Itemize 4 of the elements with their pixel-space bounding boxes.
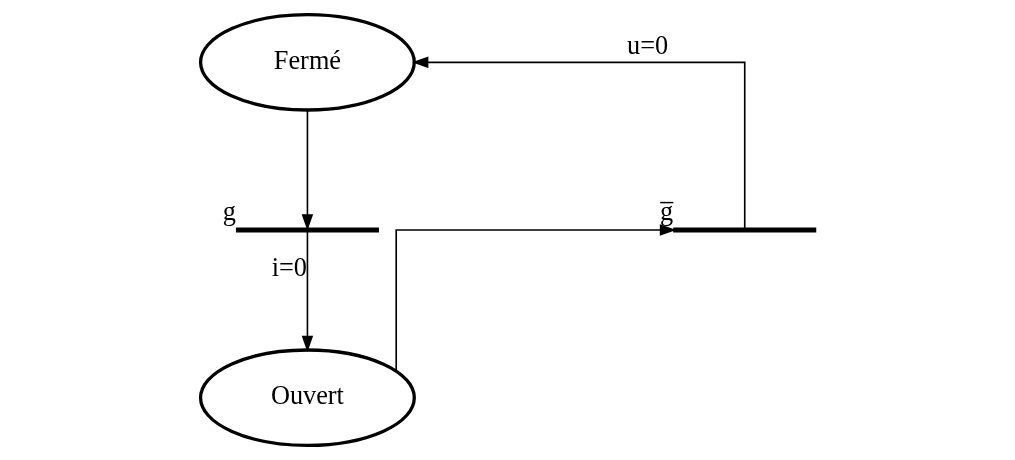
node-label: g	[222, 196, 236, 226]
edge-label: u=0	[626, 30, 668, 60]
node-label: g̅	[659, 196, 673, 226]
edge-label: i=0	[271, 252, 307, 282]
